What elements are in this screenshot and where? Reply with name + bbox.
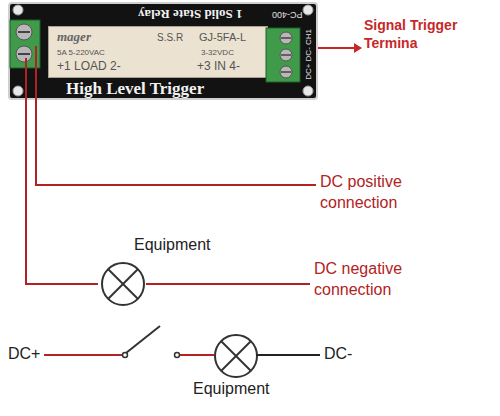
equipment-label: Equipment: [134, 236, 211, 254]
mounting-hole: [13, 5, 23, 15]
input-pins: +3 IN 4-: [197, 60, 240, 73]
screw-slot: [281, 54, 291, 56]
lamp-symbol: [100, 261, 146, 307]
switch-pivot: [123, 353, 128, 358]
circuit-wire: [256, 354, 320, 356]
relay-board: 1 Solid State RelayHigh Level Trigger PC-…: [8, 2, 318, 100]
signal-note: Signal Trigger Termina: [364, 16, 482, 52]
lamp-cross: [108, 269, 138, 299]
mounting-hole: [303, 86, 313, 96]
board-title: 1 Solid State Relay: [138, 7, 242, 21]
terminal-screw: [280, 66, 292, 78]
supply-pin: DC-: [324, 344, 364, 365]
part-number: GJ-5FA-L: [199, 31, 246, 43]
input-rating: 3-32VDC: [201, 49, 234, 58]
positive-wire: [36, 46, 316, 185]
switch-contact: [175, 353, 180, 358]
equipment-label: Equipment: [193, 380, 270, 398]
load-rating: 5A 5-220VAC: [57, 49, 105, 58]
supply-pin: DC+: [8, 344, 48, 365]
terminal-screw: [280, 49, 292, 61]
lamp-circle: [102, 263, 144, 305]
pin-names: DC+ DC- CH1: [305, 28, 314, 79]
signal-arrow: [318, 47, 356, 49]
brand-logo: mager: [57, 30, 91, 44]
mounting-hole: [13, 86, 23, 96]
terminal-screw: [16, 46, 32, 62]
mounting-hole: [303, 5, 313, 15]
wire-note: DC negative connection: [314, 259, 432, 301]
ssr-component: mager S.S.R GJ-5FA-L 5A 5-220VAC +1 LOAD 2- 3…: [48, 26, 268, 78]
screw-slot: [18, 31, 30, 33]
board-caption: High Level Trigger: [66, 80, 204, 99]
lamp-circle: [215, 335, 257, 377]
wire-note: DC positive connection: [320, 172, 432, 214]
load-pins: +1 LOAD 2-: [57, 60, 121, 73]
circuit-wire: [44, 354, 123, 356]
switch-lever: [126, 326, 160, 353]
wire-connector: [26, 100, 98, 284]
negative-wire: [146, 283, 310, 285]
screw-slot: [281, 37, 291, 39]
circuit-wire: [180, 354, 214, 356]
terminal-screw: [16, 24, 32, 40]
lamp-cross: [221, 341, 251, 371]
lamp-cross: [108, 269, 138, 299]
part-marking: S.S.R: [157, 32, 183, 43]
terminal-block: [10, 20, 40, 68]
screw-slot: [18, 53, 30, 55]
equipment-lamp: Equipment: [200, 333, 270, 403]
arrow-head: [354, 43, 362, 53]
screw-slot: [281, 71, 291, 73]
lamp-cross: [221, 341, 251, 371]
terminal-block: [266, 28, 300, 82]
equipment-lamp: Equipment: [98, 236, 208, 308]
terminal-screw: [280, 32, 292, 44]
model-number: PC-400: [272, 9, 303, 19]
negative-wire-stub: [25, 58, 27, 100]
lamp-symbol: [213, 333, 259, 379]
